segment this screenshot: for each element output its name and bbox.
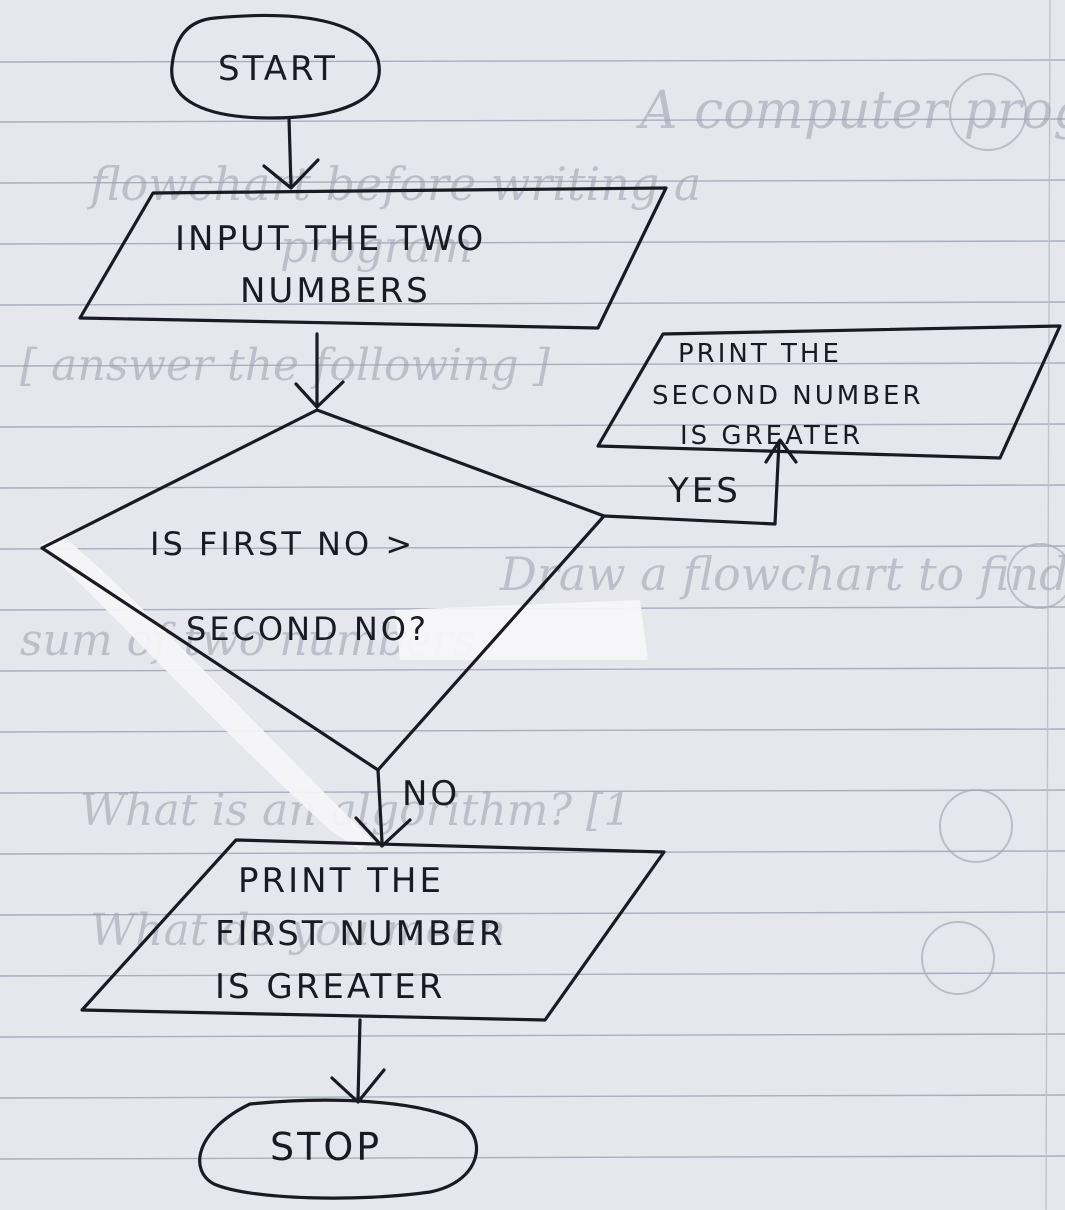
bleed-line-8: What do you mean: [90, 905, 506, 956]
bleed-through-text: A computer programmer ele flowchart befo…: [20, 73, 1065, 995]
output-yes-line-3: IS GREATER: [680, 421, 863, 451]
correction-patch: [395, 600, 648, 660]
output-yes-line-2: SECOND NUMBER: [652, 381, 924, 411]
correction-smear: [40, 535, 372, 850]
arrow-input-to-decision: [294, 332, 345, 409]
decision-line-1: IS FIRST NO >: [150, 525, 415, 563]
start-label: START: [218, 49, 338, 89]
bleed-line-2: flowchart before writing a: [87, 157, 701, 211]
bleed-line-4: [ answer the following ]: [20, 340, 551, 391]
input-line-1: INPUT THE TWO: [175, 219, 486, 259]
yes-branch: YES: [602, 438, 798, 526]
decision-line-2: SECOND NO?: [186, 610, 429, 648]
bleed-circle-d: [1007, 543, 1065, 609]
input-line-2: NUMBERS: [240, 271, 431, 311]
no-branch: NO: [354, 768, 460, 848]
output-no-line-1: PRINT THE: [238, 861, 444, 901]
bleed-circle-c: [949, 73, 1027, 151]
bleed-circle-2: [939, 789, 1013, 863]
input-box: INPUT THE TWO NUMBERS: [78, 186, 668, 330]
output-yes-line-1: PRINT THE: [678, 339, 842, 369]
bleed-line-3: program: [280, 222, 473, 273]
bleed-line-5: Draw a flowchart to find: [499, 547, 1065, 601]
yes-label: YES: [667, 471, 741, 511]
no-label: NO: [402, 774, 460, 814]
output-no-line-3: IS GREATER: [215, 967, 445, 1007]
stop-label: STOP: [270, 1125, 382, 1169]
output-second-greater: PRINT THE SECOND NUMBER IS GREATER: [596, 324, 1062, 460]
arrow-output-to-stop: [330, 1018, 386, 1104]
arrow-start-to-input: [262, 116, 320, 190]
start-terminal: START: [170, 13, 381, 120]
bleed-line-1: A computer programmer ele: [636, 81, 1065, 141]
bleed-circle-3: [921, 921, 995, 995]
stop-terminal: STOP: [198, 1098, 478, 1200]
output-first-greater: PRINT THE FIRST NUMBER IS GREATER: [80, 838, 666, 1022]
output-no-line-2: FIRST NUMBER: [215, 914, 505, 954]
